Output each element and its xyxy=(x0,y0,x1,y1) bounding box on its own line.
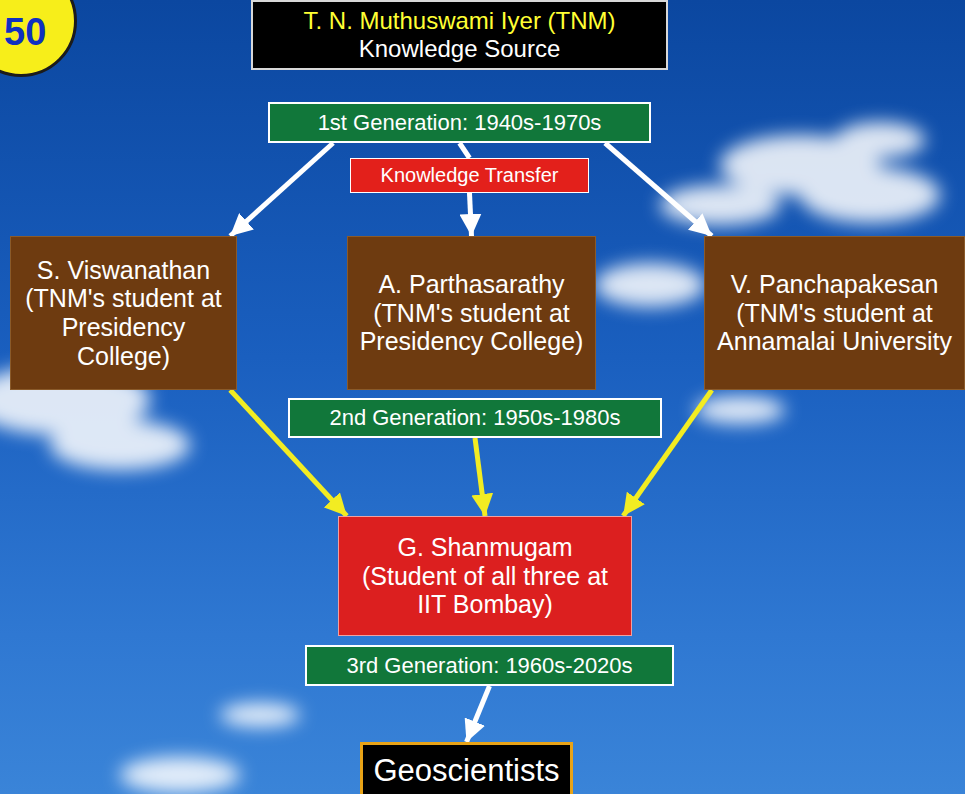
flow-arrow xyxy=(230,143,333,236)
transfer-band: Knowledge Transfer xyxy=(350,158,589,193)
flow-arrow xyxy=(470,193,472,236)
node-text: A. Parthasarathy (TNM's student at Presi… xyxy=(356,270,587,356)
node-text: V. Panchapakesan (TNM's student at Annam… xyxy=(713,270,956,356)
node-text: 2nd Generation: 1950s-1980s xyxy=(329,405,620,430)
node-text: S. Viswanathan (TNM's student at Preside… xyxy=(19,256,228,371)
flow-arrow xyxy=(467,686,490,742)
node-text: 1st Generation: 1940s-1970s xyxy=(318,110,602,135)
student-box: A. Parthasarathy (TNM's student at Presi… xyxy=(347,236,596,390)
flow-arrow xyxy=(605,143,712,236)
student-box: V. Panchapakesan (TNM's student at Annam… xyxy=(704,236,965,390)
student-box: S. Viswanathan (TNM's student at Preside… xyxy=(10,236,237,390)
node-text: Knowledge Transfer xyxy=(381,164,559,187)
outcome-box: Geoscientists xyxy=(360,742,573,794)
node-text: 3rd Generation: 1960s-2020s xyxy=(346,653,632,678)
source-box: T. N. Muthuswami Iyer (TNM)Knowledge Sou… xyxy=(251,0,668,70)
node-text: 50 xyxy=(4,11,46,55)
generation-band: 1st Generation: 1940s-1970s xyxy=(268,102,651,143)
node-text: T. N. Muthuswami Iyer (TNM) xyxy=(303,7,615,35)
node-text: Geoscientists xyxy=(373,753,559,789)
generation-band: 3rd Generation: 1960s-2020s xyxy=(305,645,674,686)
node-subtext: Knowledge Source xyxy=(359,35,560,63)
link-line xyxy=(460,143,470,158)
flow-arrow xyxy=(475,438,485,516)
generation-band: 2nd Generation: 1950s-1980s xyxy=(288,398,662,438)
successor-box: G. Shanmugam (Student of all three at II… xyxy=(338,516,632,636)
node-text: G. Shanmugam (Student of all three at II… xyxy=(347,533,623,619)
slide-number-badge: 50 xyxy=(0,0,77,77)
